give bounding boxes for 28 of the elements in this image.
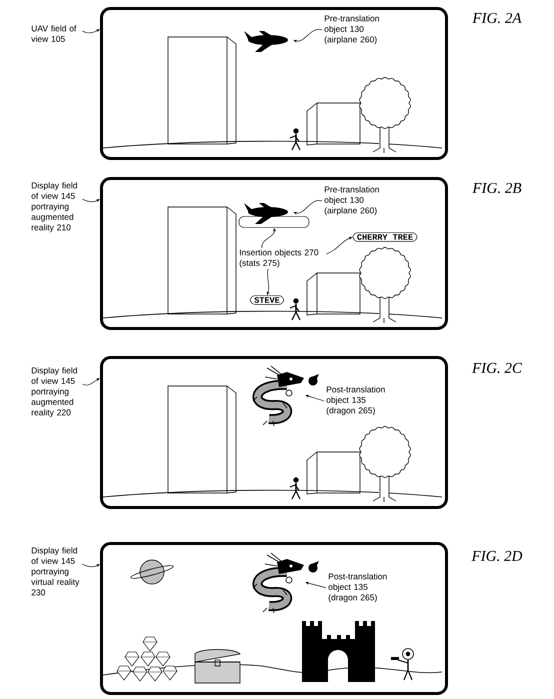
callout-text: Display field of view 145 portraying augmented reality 220 bbox=[32, 367, 77, 418]
callout-text: Pre-translation object 130 (airplane 260) bbox=[324, 15, 379, 44]
leader-line bbox=[82, 378, 100, 386]
view-frame bbox=[100, 7, 448, 160]
figure-label: FIG. 2A bbox=[472, 12, 522, 24]
label-tag: STEVE bbox=[250, 295, 284, 305]
label-tag bbox=[238, 216, 310, 228]
figure-label: FIG. 2C bbox=[472, 362, 522, 374]
callout-text: Display field of view 145 portraying virtual reality 230 bbox=[31, 547, 80, 596]
airplane-picture bbox=[244, 31, 288, 52]
callout-text: Display field of view 145 portraying augmented reality 210 bbox=[32, 182, 77, 232]
dragon-picture bbox=[252, 366, 319, 426]
callout-text: Pre-translation object 130 (airplane 260) bbox=[324, 186, 379, 216]
callout-text: Post-translation object 135 (dragon 265) bbox=[328, 573, 387, 602]
view-frame bbox=[100, 356, 448, 509]
figure-label: FIG. 2D bbox=[472, 550, 522, 562]
label-tag: CHERRY TREE bbox=[352, 232, 418, 242]
dragon-picture bbox=[252, 552, 319, 614]
figure-label: FIG. 2B bbox=[472, 182, 522, 194]
callout-text: Insertion objects 270 (stats 275) bbox=[240, 249, 318, 268]
view-frame bbox=[100, 542, 448, 695]
airplane-picture bbox=[244, 203, 288, 224]
callout-text: UAV field of view 105 bbox=[31, 25, 76, 42]
leader-line bbox=[82, 29, 100, 34]
callout-text: Post-translation object 135 (dragon 265) bbox=[326, 386, 385, 416]
view-frame bbox=[100, 177, 448, 330]
leader-line bbox=[82, 198, 100, 202]
leader-line bbox=[82, 564, 100, 568]
